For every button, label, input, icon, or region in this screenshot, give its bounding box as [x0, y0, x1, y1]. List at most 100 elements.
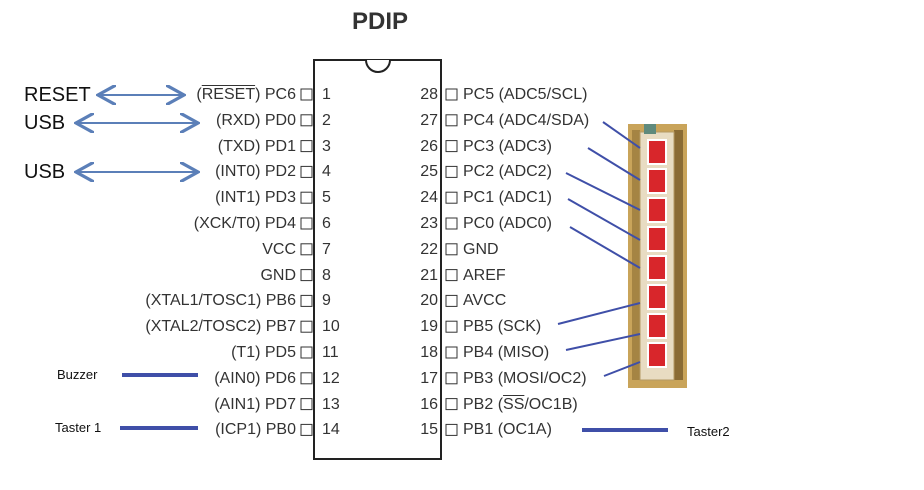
pin-label-9: (XTAL1/TOSC1) PB6: [145, 292, 296, 310]
pin-number-3: 3: [322, 137, 331, 155]
pin-box-19: [445, 320, 458, 333]
pin-label-27: PC4 (ADC4/SDA): [463, 111, 590, 129]
buzzer-label: Buzzer: [57, 367, 98, 382]
led-wires: [557, 121, 641, 377]
pin-box-3: [300, 140, 313, 153]
pin-number-22: 22: [420, 240, 438, 258]
pin-box-1: [300, 88, 313, 101]
pin-box-28: [445, 88, 458, 101]
pin-box-21: [445, 269, 458, 282]
pin-label-12: (AIN0) PD6: [214, 369, 296, 387]
pin-label-10: (XTAL2/TOSC2) PB7: [145, 318, 296, 336]
pin-label-17: PB3 (MOSI/OC2): [463, 369, 587, 387]
pin-box-23: [445, 217, 458, 230]
pin-box-22: [445, 243, 458, 256]
pin-label-28: PC5 (ADC5/SCL): [463, 86, 588, 103]
pin-number-16: 16: [420, 395, 438, 413]
pin-label-8: GND: [260, 266, 296, 284]
pin-box-24: [445, 191, 458, 204]
pin-label-19: PB5 (SCK): [463, 318, 542, 336]
chip-body: [313, 59, 442, 460]
pin-box-5: [300, 191, 313, 204]
led-segment-5: [647, 255, 667, 281]
pin-box-8: [300, 269, 313, 282]
pin-number-21: 21: [420, 266, 438, 284]
pin-number-19: 19: [420, 318, 438, 336]
led-segment-1: [647, 139, 667, 165]
pin-number-14: 14: [322, 421, 340, 439]
pin-number-11: 11: [322, 344, 339, 361]
led-segment-2: [647, 168, 667, 194]
pin-box-18: [445, 346, 458, 359]
pin-box-10: [300, 320, 313, 333]
pin-box-12: [300, 372, 313, 385]
pin-label-11: (T1) PD5: [231, 344, 296, 361]
reset-label: RESET: [24, 84, 91, 106]
pin-box-14: [300, 423, 313, 436]
pin-box-7: [300, 243, 313, 256]
pin-label-24: PC1 (ADC1): [463, 189, 552, 207]
pin-number-10: 10: [322, 318, 340, 336]
pin-number-12: 12: [322, 369, 340, 387]
pin-box-9: [300, 294, 313, 307]
pin-number-7: 7: [322, 240, 331, 258]
pin-label-22: GND: [463, 240, 499, 258]
pin-box-13: [300, 398, 313, 411]
pin-box-4: [300, 165, 313, 178]
pin-number-2: 2: [322, 111, 331, 129]
pin-number-23: 23: [420, 215, 438, 232]
led-segment-3: [647, 197, 667, 223]
pin-label-16: PB2 (SS/OC1B): [463, 395, 578, 413]
pin-number-18: 18: [420, 344, 438, 361]
pin-box-26: [445, 140, 458, 153]
pin-number-9: 9: [322, 292, 331, 310]
taster1-label: Taster 1: [55, 420, 102, 435]
led-segment-4: [647, 226, 667, 252]
chip-notch: [365, 59, 391, 73]
pin-number-24: 24: [420, 189, 438, 207]
pin-box-25: [445, 165, 458, 178]
usb-label-2: USB: [24, 161, 66, 183]
pin-number-8: 8: [322, 266, 331, 284]
pin-label-3: (TXD) PD1: [217, 137, 296, 155]
pin-number-15: 15: [420, 421, 438, 439]
pin-number-27: 27: [420, 111, 438, 129]
package-title: PDIP: [351, 8, 408, 35]
pin-label-14: (ICP1) PB0: [215, 421, 296, 439]
pin-label-2: (RXD) PD0: [215, 111, 296, 129]
usb-label-1: USB: [24, 112, 66, 134]
pin-label-25: PC2 (ADC2): [463, 163, 552, 181]
pin-number-17: 17: [420, 369, 438, 387]
pin-label-23: PC0 (ADC0): [463, 215, 552, 232]
pin-label-6: (XCK/T0) PD4: [193, 215, 296, 232]
led-segment-6: [647, 284, 667, 310]
pin-label-26: PC3 (ADC3): [463, 137, 552, 155]
pin-label-7: VCC: [262, 240, 296, 258]
pin-label-5: (INT1) PD3: [215, 189, 296, 207]
pin-label-18: PB4 (MISO): [463, 344, 550, 361]
pin-box-16: [445, 398, 458, 411]
pin-label-15: PB1 (OC1A): [463, 421, 552, 439]
pin-box-27: [445, 114, 458, 127]
pin-label-21: AREF: [463, 266, 506, 284]
pin-number-1: 1: [322, 86, 331, 103]
led-segment-7: [647, 313, 667, 339]
taster2-label: Taster2: [687, 424, 730, 439]
pin-box-15: [445, 423, 458, 436]
pin-box-17: [445, 372, 458, 385]
pin-box-2: [300, 114, 313, 127]
pin-label-13: (AIN1) PD7: [214, 395, 296, 413]
pin-number-4: 4: [322, 163, 331, 181]
pin-box-6: [300, 217, 313, 230]
pin-box-11: [300, 346, 313, 359]
pin-label-1: (RESET) PC6: [196, 86, 296, 103]
pin-box-20: [445, 294, 458, 307]
pin-number-20: 20: [420, 292, 438, 310]
pin-number-25: 25: [420, 163, 438, 181]
pin-label-4: (INT0) PD2: [215, 163, 296, 181]
pin-number-13: 13: [322, 395, 340, 413]
pin-label-20: AVCC: [463, 292, 507, 310]
led-segment-8: [647, 342, 667, 368]
pin-number-28: 28: [420, 86, 438, 103]
